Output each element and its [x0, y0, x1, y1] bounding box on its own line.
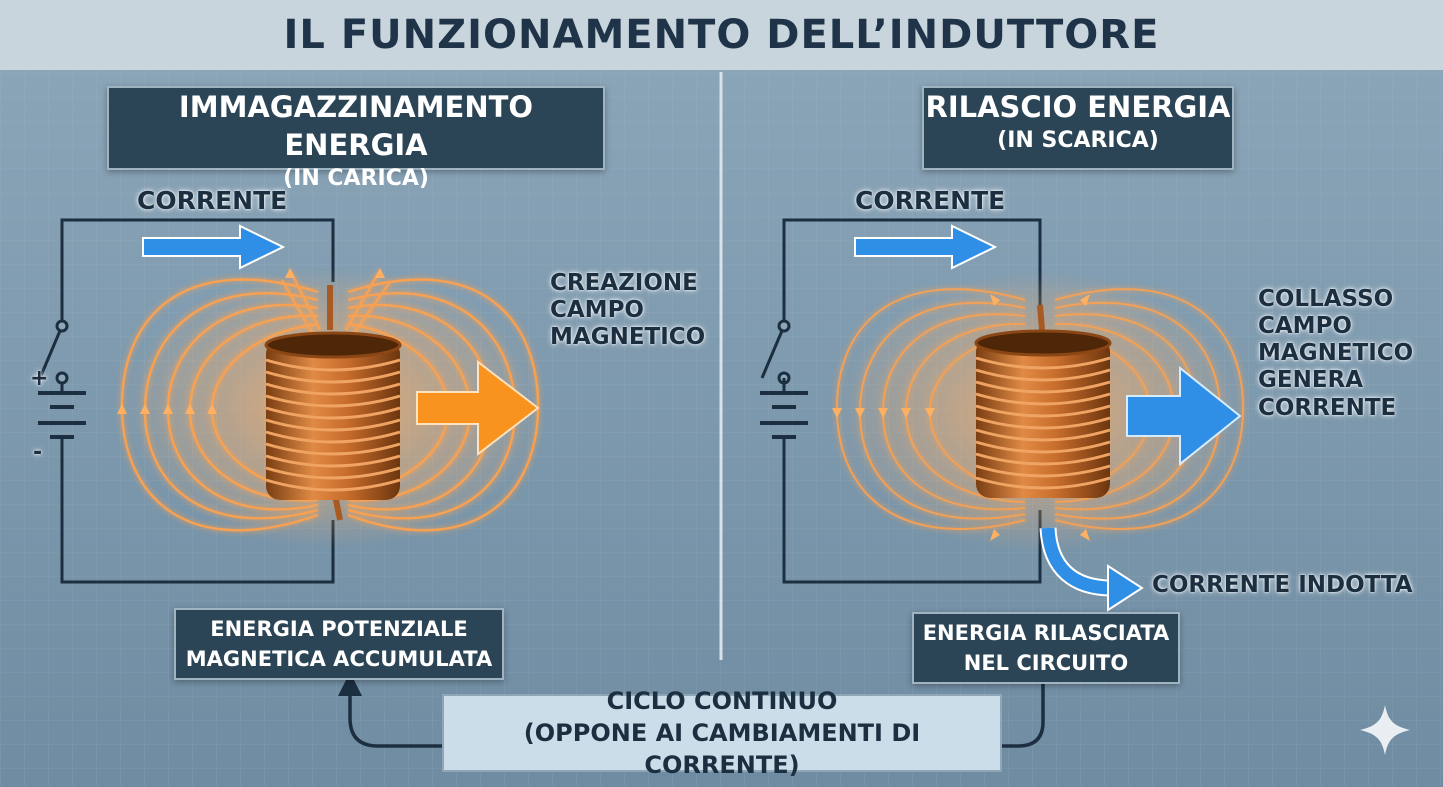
battery-plus-label: + [30, 366, 49, 391]
right-current-arrow [854, 224, 998, 270]
left-field-arrowheads [117, 268, 385, 414]
induced-current-arrow [1039, 527, 1144, 612]
cycle-arrowhead [338, 672, 362, 696]
left-energy-box: ENERGIA POTENZIALE MAGNETICA ACCUMULATA [174, 608, 504, 680]
title-bar: IL FUNZIONAMENTO DELL’INDUTTORE [0, 0, 1443, 70]
right-current-label: CORRENTE [855, 186, 1006, 215]
left-current-arrow [142, 224, 286, 270]
left-field-label: CREAZIONE CAMPO MAGNETICO [550, 270, 705, 351]
left-current-label: CORRENTE [137, 186, 288, 215]
right-energy-box: ENERGIA RILASCIATA NEL CIRCUITO [912, 612, 1180, 684]
left-panel-heading: IMMAGAZZINAMENTO ENERGIA (IN CARICA) [107, 86, 605, 191]
right-field-arrowheads [832, 294, 1090, 541]
right-heading-line1: RILASCIO ENERGIA [925, 90, 1231, 124]
left-circuit [38, 218, 335, 584]
right-energy-line2: NEL CIRCUITO [963, 651, 1129, 675]
right-energy-line1: ENERGIA RILASCIATA [922, 621, 1170, 645]
left-field-label-line2: CAMPO [550, 297, 644, 324]
right-coil [974, 304, 1112, 498]
sparkle-icon [1360, 705, 1410, 755]
cycle-box: CICLO CONTINUO (OPPONE AI CAMBIAMENTI DI… [442, 687, 1002, 779]
left-energy-line1: ENERGIA POTENZIALE [210, 617, 468, 641]
left-output-arrow [416, 359, 540, 457]
left-heading-line1: IMMAGAZZINAMENTO ENERGIA [178, 90, 534, 162]
right-output-arrow [1126, 365, 1242, 467]
left-energy-line2: MAGNETICA ACCUMULATA [185, 647, 493, 671]
left-field-label-line1: CREAZIONE [550, 270, 698, 296]
cycle-line2: (OPPONE AI CAMBIAMENTI DI CORRENTE) [523, 719, 921, 779]
right-field-label-line4: GENERA [1258, 367, 1364, 394]
cycle-arrow [348, 682, 1045, 748]
cycle-line1: CICLO CONTINUO [606, 687, 838, 715]
induced-current-label: CORRENTE INDOTTA [1152, 572, 1413, 598]
left-field-label-line3: MAGNETICO [550, 324, 706, 351]
right-panel-heading: RILASCIO ENERGIA (IN SCARICA) [922, 86, 1234, 170]
right-heading-line2: (IN SCARICA) [997, 128, 1159, 153]
right-field-label-line3: MAGNETICO [1258, 340, 1414, 367]
right-field-label-line2: CAMPO [1258, 313, 1352, 340]
left-coil [264, 285, 402, 521]
page-title: IL FUNZIONAMENTO DELL’INDUTTORE [283, 12, 1160, 58]
right-field-label-line1: COLLASSO [1258, 286, 1394, 312]
right-field-label: COLLASSO CAMPO MAGNETICO GENERA CORRENTE [1258, 286, 1413, 422]
battery-minus-label: - [33, 440, 43, 465]
right-field-label-line5: CORRENTE [1258, 394, 1397, 421]
left-heading-line2: (IN CARICA) [283, 166, 429, 191]
